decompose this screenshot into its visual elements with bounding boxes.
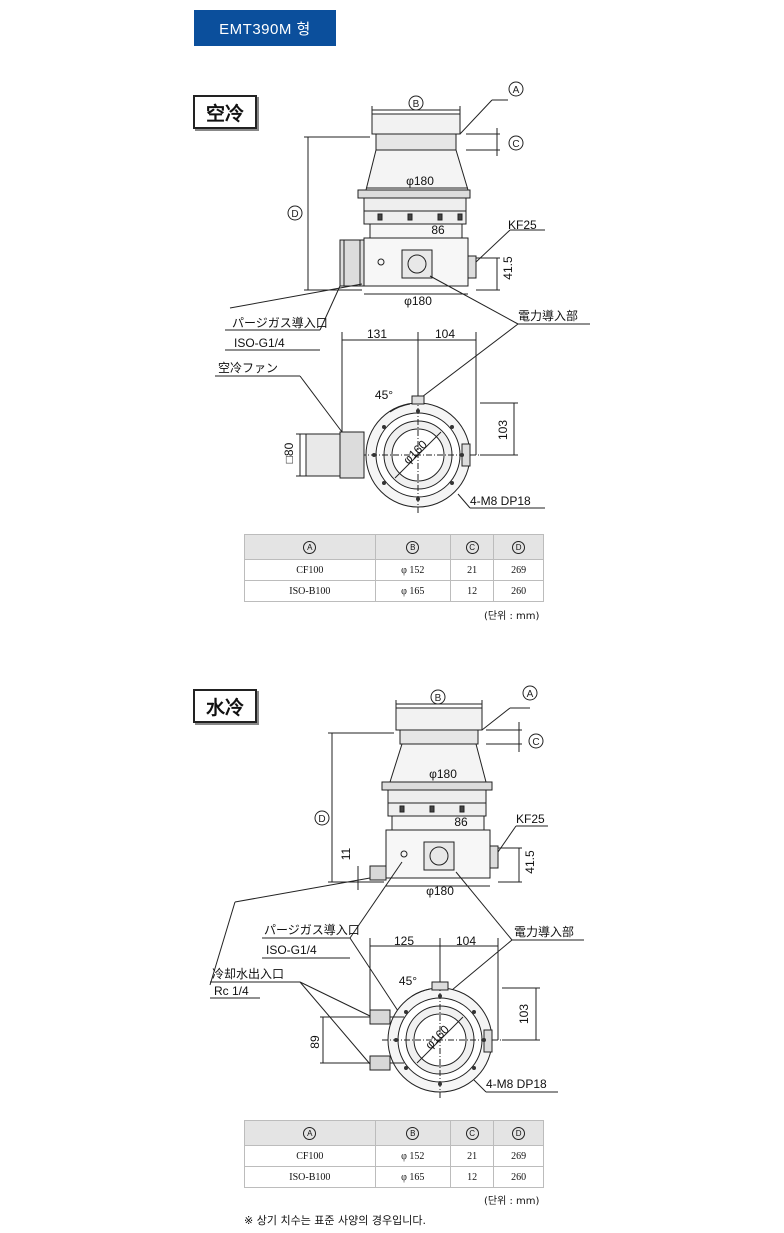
label-kf25: KF25 [516, 812, 545, 826]
inlet-flange [371, 113, 461, 135]
svg-text:B: B [413, 99, 420, 110]
water-fitting-side [369, 865, 387, 881]
dim-45deg: 45° [375, 388, 393, 402]
label-power: 電力導入部 [514, 924, 574, 939]
dim-41-5: 41.5 [501, 256, 515, 280]
svg-text:D: D [318, 814, 325, 825]
dim-fan-80: □80 [282, 442, 296, 463]
dim-86: 86 [454, 815, 468, 829]
air-cooled-label: 空冷 [193, 95, 257, 129]
label-bolts: 4-M8 DP18 [486, 1077, 547, 1091]
dim-phi180-top: φ180 [429, 767, 457, 781]
table-header-row: A B C D [244, 534, 544, 560]
label-kf25: KF25 [508, 218, 537, 232]
svg-text:A: A [513, 85, 520, 96]
water-cooled-drawing: B A C D φ180 86 41.5 11 φ180 125 104 103 8… [209, 685, 584, 1098]
dim-125: 125 [394, 934, 414, 948]
label-bolts: 4-M8 DP18 [470, 494, 531, 508]
dim-45deg: 45° [399, 974, 417, 988]
svg-text:B: B [435, 693, 442, 704]
dim-phi180-top: φ180 [406, 174, 434, 188]
label-water-spec: Rc 1/4 [214, 984, 249, 998]
label-purge: パージガス導入口 [232, 316, 328, 330]
inlet-flange [395, 707, 483, 731]
footnote: ※ 상기 치수는 표준 사양의 경우입니다. [244, 1214, 426, 1227]
dim-phi180-bottom: φ180 [404, 294, 432, 308]
unit-note: (단위 : mm) [484, 1196, 540, 1207]
dim-103: 103 [496, 420, 510, 440]
label-purge-spec: ISO-G1/4 [266, 943, 317, 957]
model-title: EMT390M 형 [194, 10, 336, 46]
water-fitting-upper [369, 1009, 391, 1025]
dim-131: 131 [367, 327, 387, 341]
svg-text:A: A [527, 689, 534, 700]
water-cooled-label: 水冷 [193, 689, 257, 723]
label-purge-spec: ISO-G1/4 [234, 336, 285, 350]
air-cooled-drawing: BA CD φ180 86 41.5 φ180 131 104 103 φ160… [215, 81, 590, 513]
unit-note: (단위 : mm) [484, 611, 540, 622]
dim-phi180-bottom: φ180 [426, 884, 454, 898]
dim-104: 104 [456, 934, 476, 948]
dim-103: 103 [517, 1004, 531, 1024]
label-air-fan: 空冷ファン [218, 361, 278, 375]
svg-text:D: D [291, 209, 298, 220]
dim-11: 11 [339, 847, 353, 860]
dim-104: 104 [435, 327, 455, 341]
dim-86: 86 [431, 223, 445, 237]
label-water: 冷却水出入口 [212, 967, 284, 981]
water-fitting-lower [369, 1055, 391, 1071]
table-header-row: A B C D [244, 1120, 544, 1146]
svg-text:C: C [532, 737, 539, 748]
label-purge: パージガス導入口 [264, 923, 360, 937]
label-power: 電力導入部 [518, 308, 578, 323]
dim-41-5: 41.5 [523, 850, 537, 874]
dim-89: 89 [308, 1035, 322, 1049]
svg-text:C: C [512, 139, 519, 150]
air-fan-plan [339, 431, 365, 479]
